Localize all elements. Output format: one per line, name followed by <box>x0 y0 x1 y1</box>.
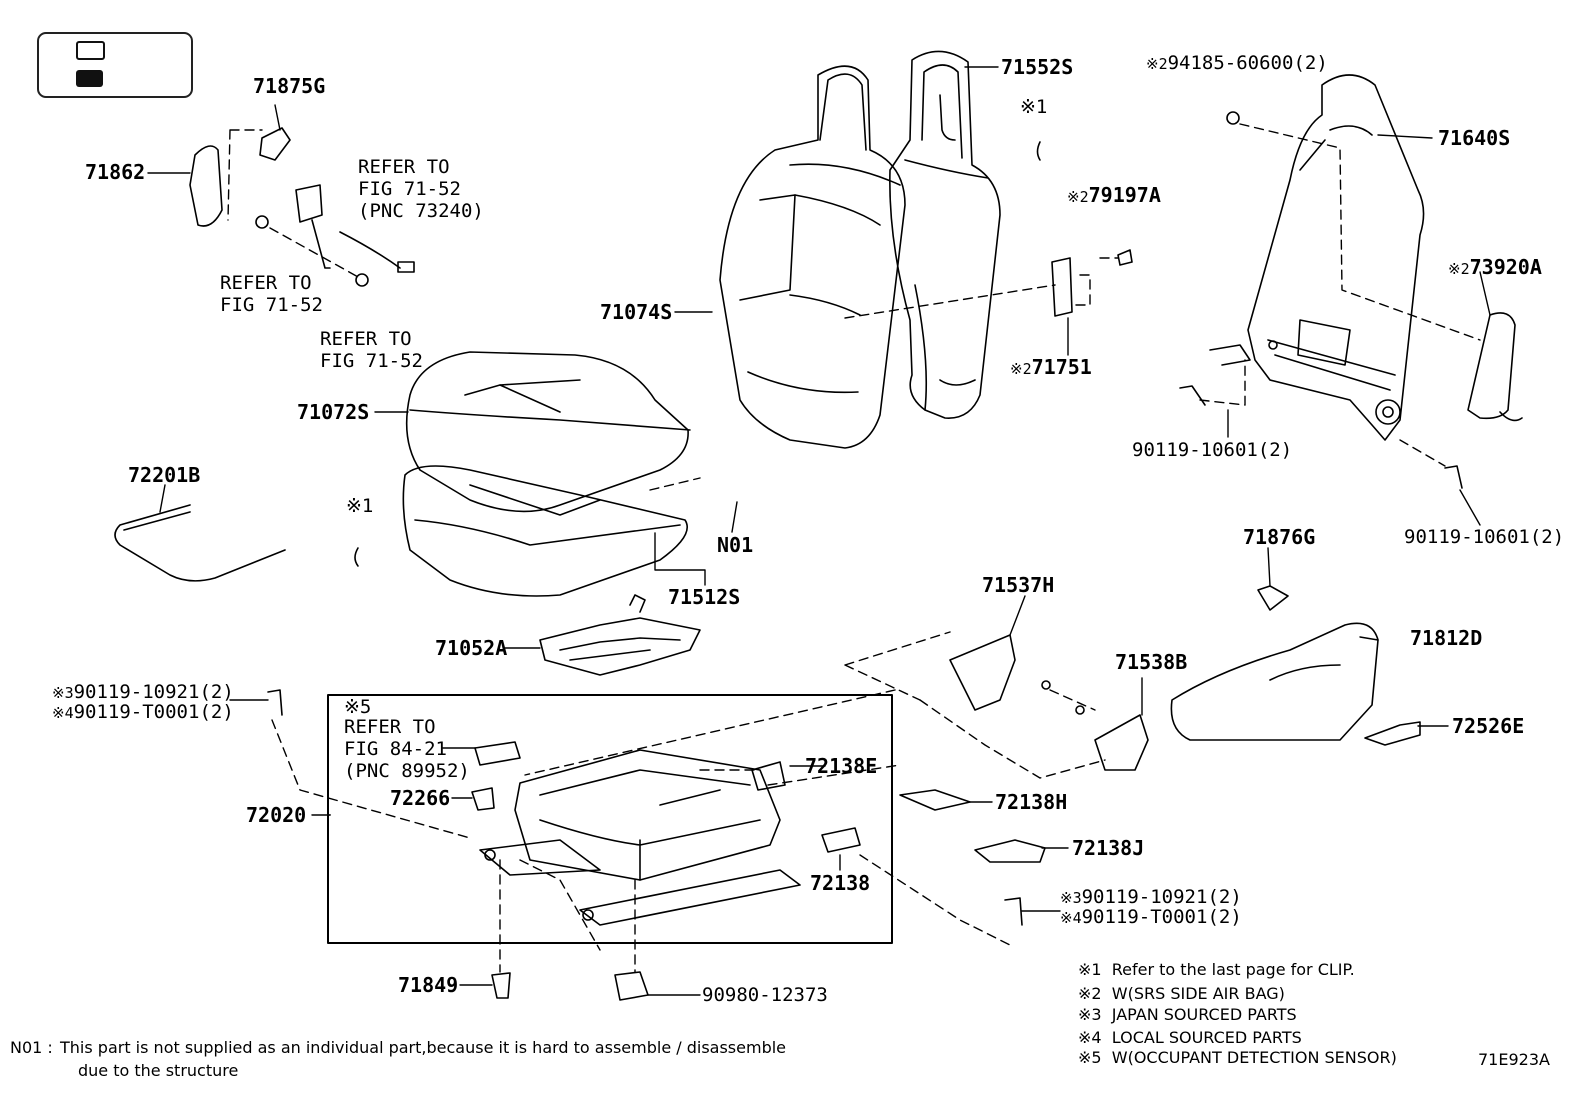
dashed-assembly-lines <box>227 123 1481 973</box>
label-90119-10601-right: 90119-10601(2) <box>1404 526 1565 548</box>
label-71072s: 71072S <box>297 400 370 424</box>
label-71751: ※271751 <box>1010 355 1092 379</box>
label-71876g: 71876G <box>1243 525 1316 549</box>
note-4: ※4 LOCAL SOURCED PARTS <box>1078 1028 1302 1047</box>
label-n01: N01 <box>717 533 754 557</box>
side-airbag-73920a <box>1467 312 1523 422</box>
label-73920a: ※273920A <box>1448 255 1542 279</box>
label-72138: 72138 <box>810 871 871 895</box>
label-72526e: 72526E <box>1452 714 1525 738</box>
ref-left-fig: FIG 71-52 <box>220 294 323 316</box>
cushion-spring-71052a <box>539 594 701 676</box>
label-71812d: 71812D <box>1410 626 1483 650</box>
label-90119-10921-right: ※390119-10921(2) <box>1060 886 1242 908</box>
note-2: ※2 W(SRS SIDE AIR BAG) <box>1078 984 1285 1003</box>
ref-ods-fig: FIG 84-21 <box>344 738 447 760</box>
label-72138j: 72138J <box>1072 836 1145 860</box>
label-72020: 72020 <box>246 803 307 827</box>
ref-ods-refer: REFER TO <box>344 716 436 738</box>
footnote-label: N01 : <box>10 1038 53 1057</box>
label-71052a: 71052A <box>435 636 508 660</box>
hardware-parts <box>189 111 1463 1001</box>
label-71862: 71862 <box>85 160 146 184</box>
seat-back-pad-71552s <box>889 50 1001 419</box>
footnote-line-2: due to the structure <box>78 1061 239 1080</box>
label-72266: 72266 <box>390 786 451 810</box>
note-3: ※3 JAPAN SOURCED PARTS <box>1078 1005 1297 1024</box>
ref-seatbelt-fig: FIG 71-52 <box>358 178 461 200</box>
label-71074s: 71074S <box>600 300 673 324</box>
label-mark-5: ※5 <box>344 696 372 718</box>
label-71538b: 71538B <box>1115 650 1188 674</box>
seat-cushion-cover-71072s <box>405 351 691 513</box>
seat-back-frame-71640s <box>1209 74 1425 441</box>
ref-left-refer: REFER TO <box>220 272 312 294</box>
ref-seatbelt-refer: REFER TO <box>358 156 450 178</box>
ref-seatbelt-pnc: (PNC 73240) <box>358 200 484 222</box>
label-90119-10921-left: ※390119-10921(2) <box>52 681 234 703</box>
label-72138e: 72138E <box>805 754 878 778</box>
label-71640s: 71640S <box>1438 126 1511 150</box>
cushion-frame-box <box>327 694 893 944</box>
label-90980-12373: 90980-12373 <box>702 984 828 1006</box>
ref-ods-pnc: (PNC 89952) <box>344 760 470 782</box>
figure-id: 71E923A <box>1478 1050 1550 1069</box>
label-71552s: 71552S <box>1001 55 1074 79</box>
leader-lines <box>147 66 1491 996</box>
wire-72201b <box>114 504 286 582</box>
footnote-line-1: This part is not supplied as an individu… <box>60 1038 787 1057</box>
label-mark-1-left: ※1 <box>346 495 374 517</box>
label-72138h: 72138H <box>995 790 1068 814</box>
filled-square-icon <box>76 70 103 87</box>
label-71849: 71849 <box>398 973 459 997</box>
seat-back-cover-71074s <box>719 65 906 449</box>
seat-cushion-pad-71512s <box>402 465 688 597</box>
label-71875g: 71875G <box>253 74 326 98</box>
label-90119-t0001-left: ※490119-T0001(2) <box>52 701 234 723</box>
note-1: ※1 Refer to the last page for CLIP. <box>1078 960 1355 979</box>
label-79197a: ※279197A <box>1067 183 1161 207</box>
ref-mid-refer: REFER TO <box>320 328 412 350</box>
label-71512s: 71512S <box>668 585 741 609</box>
note-5: ※5 W(OCCUPANT DETECTION SENSOR) <box>1078 1048 1397 1067</box>
label-90119-t0001-right: ※490119-T0001(2) <box>1060 906 1242 928</box>
open-square-icon <box>76 41 105 60</box>
label-72201b: 72201B <box>128 463 201 487</box>
ref-mid-fig: FIG 71-52 <box>320 350 423 372</box>
seat-cushion-frame-72020 <box>479 749 801 926</box>
label-90119-10601-left: 90119-10601(2) <box>1132 439 1293 461</box>
legend <box>37 32 193 98</box>
label-mark-1-top: ※1 <box>1020 96 1048 118</box>
label-71537h: 71537H <box>982 573 1055 597</box>
label-mark-2-94185: ※294185-60600(2) <box>1146 52 1328 74</box>
